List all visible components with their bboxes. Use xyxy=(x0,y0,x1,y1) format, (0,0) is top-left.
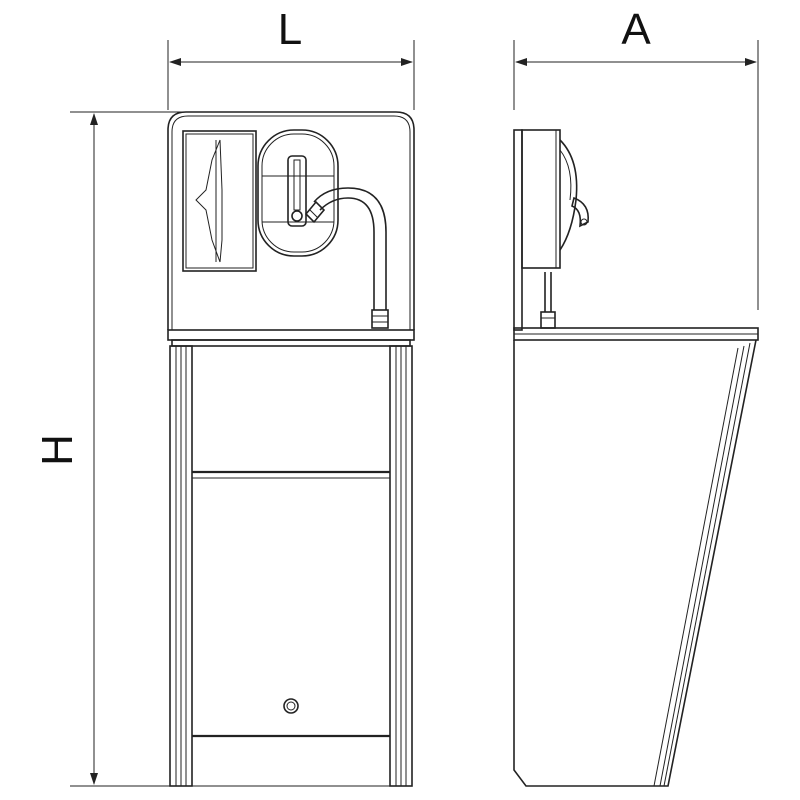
side-cabinet-outline xyxy=(513,339,757,787)
front-back-panel xyxy=(167,111,415,330)
side-cabinet-front-3 xyxy=(653,347,739,787)
faucet-base xyxy=(371,309,389,329)
faucet-nozzle-ring xyxy=(309,209,319,219)
soap-level-window xyxy=(287,155,307,227)
side-dispenser-body xyxy=(521,129,561,269)
foot-pedal-button-inner xyxy=(286,701,296,711)
side-cabinet-front-2 xyxy=(663,342,751,787)
foot-pedal-button xyxy=(283,698,299,714)
side-view xyxy=(513,129,759,787)
front-countertop xyxy=(167,329,415,347)
front-back-panel-inner xyxy=(171,115,411,330)
side-cabinet-front-1 xyxy=(659,345,745,787)
side-faucet-base xyxy=(540,311,556,329)
front-view xyxy=(167,111,415,787)
side-sensor-tip xyxy=(580,218,588,226)
soap-level-gauge xyxy=(293,159,301,211)
side-sensor-nozzle xyxy=(571,196,590,228)
dimension-depth-label: A xyxy=(621,5,651,54)
dimension-width-label: L xyxy=(278,5,302,54)
faucet-spout-inner xyxy=(313,187,387,310)
dispenser-body xyxy=(182,130,257,272)
dimension-height-label: H xyxy=(33,434,82,466)
faucet xyxy=(304,187,389,329)
soap-level-indicator xyxy=(291,210,303,222)
dispenser-body-inner xyxy=(185,133,254,269)
soap-dispenser-body xyxy=(257,129,339,257)
paper-towel-dispenser xyxy=(182,130,257,272)
countertop-top xyxy=(167,329,415,341)
front-cabinet xyxy=(169,345,413,787)
dimension-width: L xyxy=(167,5,415,110)
countertop-lip xyxy=(171,339,411,347)
side-soap-dispenser xyxy=(559,139,578,251)
faucet-nozzle xyxy=(304,200,326,224)
side-soap-dispenser-inner xyxy=(559,149,572,201)
dimension-height: H xyxy=(33,111,185,787)
soap-dispenser xyxy=(257,129,339,257)
side-back-panel xyxy=(513,129,523,331)
dimension-depth: A xyxy=(513,5,759,310)
faucet-spout-outer xyxy=(319,197,375,310)
dispenser-window xyxy=(195,139,223,263)
soap-dispenser-body-inner xyxy=(261,133,335,253)
